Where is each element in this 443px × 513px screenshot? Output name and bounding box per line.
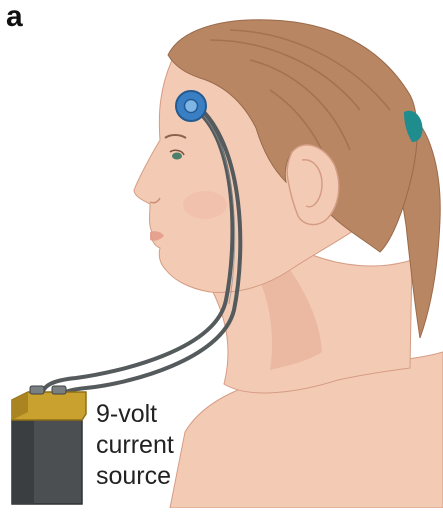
battery-label: 9-volt current source bbox=[96, 399, 174, 492]
cheek-blush bbox=[183, 191, 227, 219]
battery-terminal-1 bbox=[30, 386, 44, 394]
battery bbox=[12, 386, 86, 504]
battery-label-line-3: source bbox=[96, 461, 174, 492]
battery-body-shade bbox=[12, 420, 34, 504]
panel-label: a bbox=[6, 2, 23, 32]
battery-terminal-2 bbox=[52, 386, 66, 394]
eye bbox=[172, 153, 182, 160]
battery-label-line-1: 9-volt bbox=[96, 399, 174, 430]
electrode-center bbox=[185, 100, 198, 113]
battery-label-line-2: current bbox=[96, 430, 174, 461]
